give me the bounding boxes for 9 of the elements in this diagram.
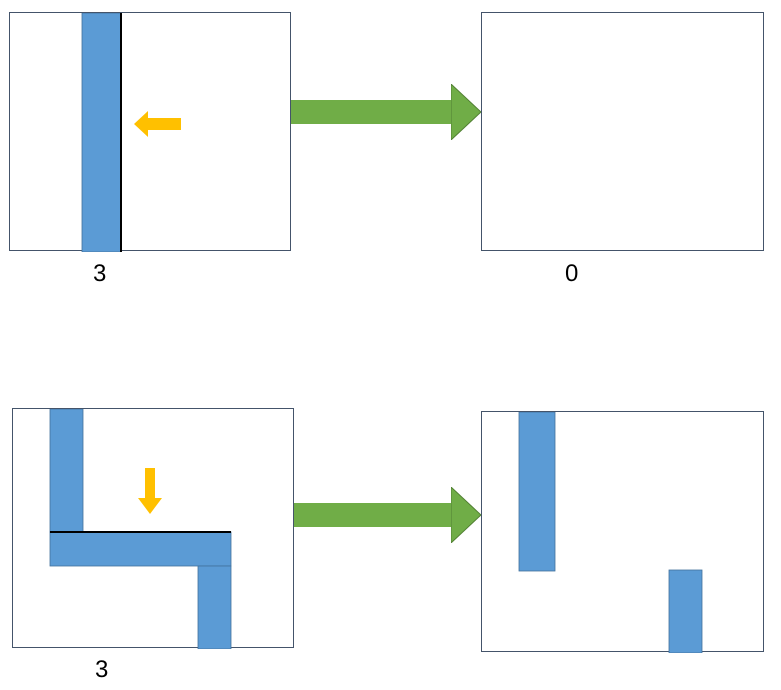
block-arrow: [291, 84, 482, 140]
panel-box: [9, 12, 291, 251]
panel-box: [481, 411, 764, 652]
panel-box: [481, 12, 764, 251]
panel-box: [12, 408, 294, 648]
count-label: 3: [93, 262, 106, 286]
count-label: 3: [95, 658, 108, 682]
block-arrow: [294, 486, 482, 544]
count-label: 0: [565, 262, 578, 286]
